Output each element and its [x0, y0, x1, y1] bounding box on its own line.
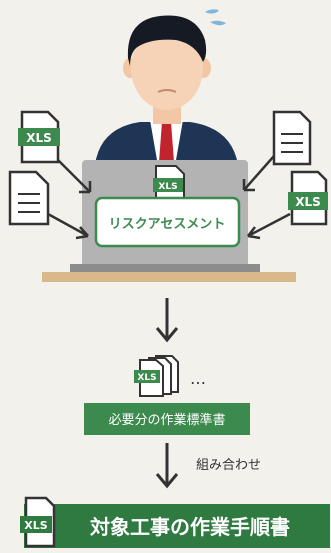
xls-label: XLS [26, 131, 52, 145]
combine-label: 組み合わせ [196, 458, 261, 473]
risk-assessment-label: リスクアセスメント [109, 217, 226, 232]
risk-assessment-box: リスクアセスメント [94, 196, 241, 248]
procedure-bar: XLS 対象工事の作業手順書 [20, 496, 330, 548]
down-arrow-icon [155, 443, 179, 489]
worried-person-icon [95, 9, 238, 168]
standards-label: 必要分の作業標準書 [108, 412, 225, 428]
ellipsis: … [190, 369, 206, 388]
xls-label: XLS [158, 182, 177, 192]
down-arrow-icon [155, 298, 179, 343]
xls-label: XLS [295, 195, 321, 209]
xls-label: XLS [24, 519, 47, 532]
xls-file-icon: XLS [153, 165, 185, 207]
xls-file-icon: XLS [288, 170, 328, 226]
document-icon [8, 170, 50, 226]
input-arrows [47, 155, 291, 240]
xls-file-icon: XLS [18, 110, 60, 164]
xls-file-stack: XLS … [134, 355, 206, 397]
xls-label: XLS [137, 373, 156, 383]
procedure-label: 対象工事の作業手順書 [89, 515, 290, 539]
document-icon [272, 110, 312, 166]
desk [42, 272, 296, 282]
standards-box: 必要分の作業標準書 [84, 403, 250, 435]
